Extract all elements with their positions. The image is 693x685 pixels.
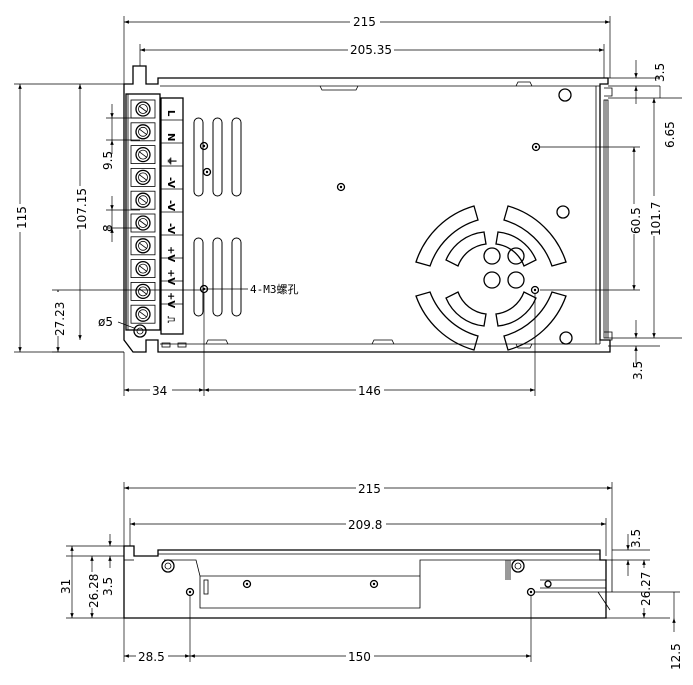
terminal-screw [135, 283, 151, 300]
terminal-screw-slot [138, 151, 148, 158]
terminal-screw-slot [138, 196, 148, 204]
terminal-screw [135, 215, 151, 231]
fan-grille [415, 205, 567, 351]
terminal-label-plus-v-1: +V [165, 246, 176, 262]
side-dim-bottom-offset: 3.5 [101, 577, 115, 596]
terminal-screw [135, 306, 151, 322]
side-dim-left-hole-x: 28.5 [138, 650, 165, 664]
top-view: L N ⏚ -V -V -V +V +V +V ⎍ [12, 14, 682, 398]
side-dim-height: 31 [59, 579, 73, 594]
side-dim-hole-spacing-x: 150 [348, 650, 371, 664]
side-dim-right-height: 26.27 [639, 572, 653, 606]
terminal-screw-slot [138, 242, 148, 250]
side-dim-right-hole-height: 12.5 [669, 643, 683, 670]
terminal-screw-slot [138, 265, 148, 272]
terminal-screw [135, 169, 151, 186]
dim-hole-span-width: 205.35 [350, 43, 392, 57]
terminal-screw-housing [130, 190, 156, 210]
chassis-outline [123, 65, 613, 353]
ground-hole-circle [133, 324, 147, 338]
terminal-label-plus-v-3: +V [165, 292, 176, 308]
terminal-label-ground: ⏚ [165, 156, 177, 166]
dim-terminal-span: 107.15 [75, 188, 89, 230]
dim-bottom-offset: 3.5 [631, 361, 645, 380]
side-dim-overall-width: 215 [358, 482, 381, 496]
dim-top-hole-offset: 6.65 [663, 121, 677, 148]
side-dimensions: 215 209.8 31 26.28 3.5 3.5 [59, 481, 683, 670]
dim-terminal-pitch: 9.5 [101, 151, 115, 170]
terminal-screw-inner [138, 126, 148, 137]
terminal-screw-housing [130, 281, 156, 301]
terminal-screw [135, 124, 151, 140]
side-dim-height-inner: 26.28 [87, 574, 101, 608]
terminal-label-n: N [165, 133, 176, 141]
terminal-label-plus-v-2: +V [165, 269, 176, 285]
terminal-screw-slot [138, 288, 148, 295]
terminal-label-adjust: ⎍ [165, 315, 176, 324]
terminal-screw-housing [130, 259, 156, 279]
terminal-screw-slot [138, 174, 148, 181]
dim-terminal-gap: 8 [101, 224, 115, 232]
terminal-screw-housing [130, 99, 156, 119]
terminal-screw-housing [130, 145, 156, 165]
dim-bottom-to-hole: 27.23 [53, 302, 67, 336]
terminal-screw-housing [130, 236, 156, 256]
terminal-label-l: L [165, 110, 176, 117]
side-chassis [123, 545, 613, 619]
terminal-labels: L N ⏚ -V -V -V +V +V +V ⎍ [165, 110, 177, 324]
side-dim-inner-width: 209.8 [348, 518, 382, 532]
dim-top-offset: 3.5 [653, 63, 667, 82]
side-view: 215 209.8 31 26.28 3.5 3.5 [59, 481, 683, 670]
terminal-screw-inner [138, 218, 148, 228]
terminal-screw [135, 146, 151, 163]
terminal-screw-inner [138, 104, 148, 114]
dim-overall-height: 115 [15, 206, 29, 229]
terminal-screw [135, 238, 151, 254]
terminal-screw-inner [138, 240, 148, 251]
terminal-screw-slot [138, 310, 148, 318]
dim-inner-hole-span: 60.5 [629, 207, 643, 234]
terminal-screw-inner [138, 286, 148, 297]
top-dimensions: 215 205.35 115 107.15 9.5 [12, 14, 682, 398]
terminal-screw [135, 101, 151, 117]
mount-holes [199, 88, 573, 345]
terminal-screw-inner [138, 309, 148, 320]
dim-outer-hole-span: 101.7 [649, 202, 663, 236]
terminal-block: L N ⏚ -V -V -V +V +V +V ⎍ [125, 93, 184, 338]
dim-left-hole-x: 34 [152, 384, 167, 398]
terminal-screw-inner [138, 195, 148, 206]
side-dim-top-offset-right: 3.5 [629, 529, 643, 548]
terminal-screw-slot [138, 105, 148, 113]
hole-diameter-label: ø5 [98, 315, 113, 329]
terminal-screw-housing [130, 304, 156, 324]
terminal-screw-housing [130, 122, 156, 142]
terminal-label-minus-v-1: -V [165, 177, 176, 188]
terminal-screw-inner [138, 172, 148, 183]
terminal-screw [135, 260, 151, 277]
terminal-screw-housing [130, 167, 156, 187]
mount-note: 4-M3螺孔 [250, 283, 299, 296]
terminal-label-minus-v-3: -V [165, 223, 176, 234]
terminal-label-minus-v-2: -V [165, 200, 176, 211]
terminal-screw-slot [138, 128, 148, 136]
dim-overall-width: 215 [353, 15, 376, 29]
terminal-screw [135, 192, 151, 208]
terminal-screw-housing [130, 213, 156, 233]
vent-slots [193, 117, 242, 317]
terminal-screws [130, 99, 156, 324]
terminal-screw-slot [138, 219, 148, 227]
terminal-screw-inner [138, 263, 148, 274]
terminal-screw-inner [138, 149, 148, 160]
dim-hole-spacing-x: 146 [358, 384, 381, 398]
